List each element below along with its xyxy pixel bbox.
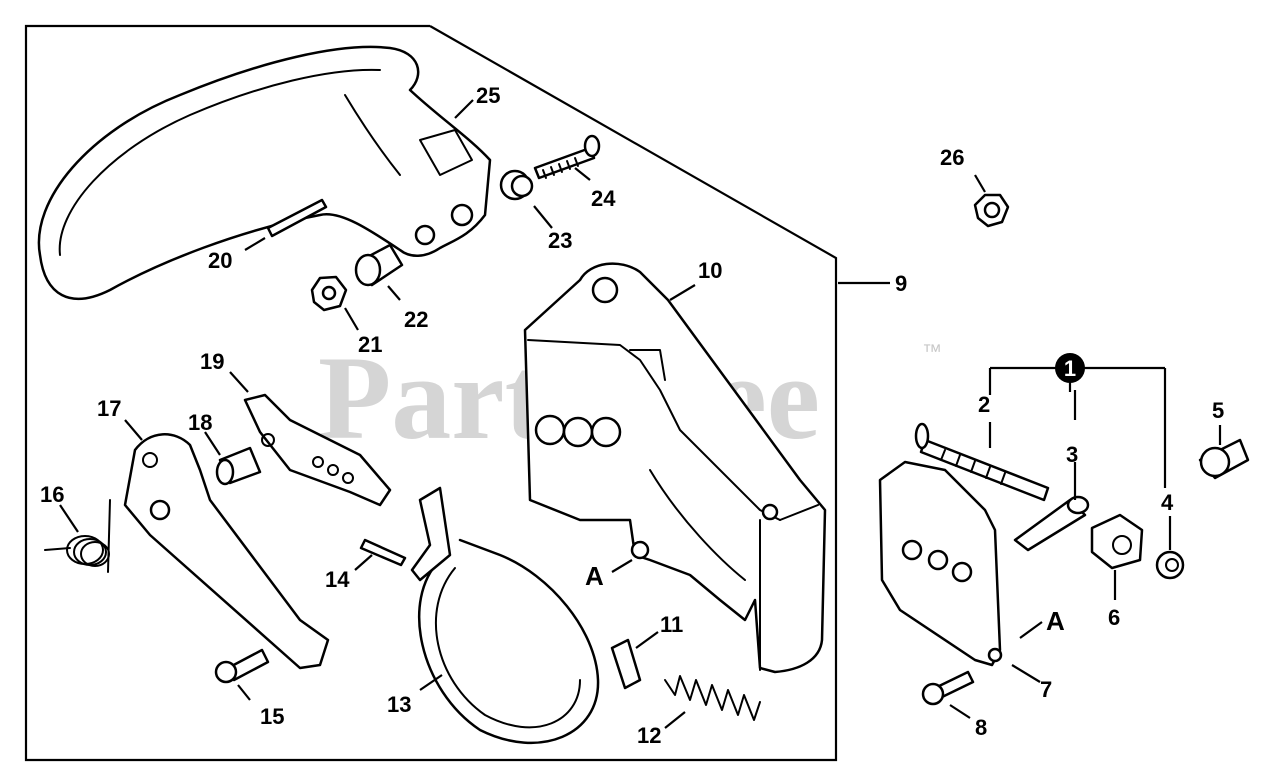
callout-15[interactable]: 15 [260,704,284,729]
callout-11[interactable]: 11 [660,612,683,637]
callout-14[interactable]: 14 [325,567,350,592]
callout-16[interactable]: 16 [40,482,64,507]
part-8-screw[interactable] [921,670,975,706]
callout-13[interactable]: 13 [387,692,411,717]
part-4-gear[interactable] [1155,550,1185,580]
part-2-adjuster-screw[interactable] [914,422,1050,502]
part-12-spring[interactable] [664,675,761,721]
callout-18[interactable]: 18 [188,410,212,435]
callout-19[interactable]: 19 [200,349,224,374]
part-7-side-plate[interactable] [878,460,1003,667]
kit-badge: 1 [1055,353,1085,383]
callout-23[interactable]: 23 [548,228,572,253]
callout-3[interactable]: 3 [1066,442,1078,467]
watermark-trademark: ™ [922,341,942,363]
callout-6[interactable]: 6 [1108,605,1120,630]
part-17-brake-lever[interactable] [123,433,330,670]
part-23-spacer[interactable] [499,169,534,201]
callout-17[interactable]: 17 [97,396,121,421]
callout-8[interactable]: 8 [975,715,987,740]
part-18-bushing[interactable] [215,446,262,486]
callout-5[interactable]: 5 [1212,398,1224,423]
part-13-brake-band[interactable] [410,486,600,745]
leader-lines [59,99,1222,729]
callout-2[interactable]: 2 [978,392,990,417]
callout-21[interactable]: 21 [358,332,382,357]
reference-marker-a-cover: A [585,561,604,591]
reference-marker-a-plate: A [1046,606,1065,636]
callout-25[interactable]: 25 [476,83,500,108]
callout-7[interactable]: 7 [1040,677,1052,702]
part-21-nut[interactable] [310,275,348,312]
part-10-clutch-cover[interactable] [523,262,827,674]
callout-26[interactable]: 26 [940,145,964,170]
part-22-collar[interactable] [354,243,404,287]
kit-badge-label: 1 [1064,356,1076,381]
part-6-block[interactable] [1090,513,1144,570]
part-25-front-handle[interactable] [37,45,492,301]
callout-22[interactable]: 22 [404,307,428,332]
callout-labels: 2 3 4 5 6 7 8 9 10 11 12 13 14 15 16 17 … [40,83,1224,748]
callout-4[interactable]: 4 [1161,490,1174,515]
part-20-pin[interactable] [266,198,328,238]
part-14-pin[interactable] [359,538,407,567]
callout-24[interactable]: 24 [591,186,616,211]
assembly-frame [24,24,838,762]
callout-20[interactable]: 20 [208,248,232,273]
part-11-clip[interactable] [610,638,642,690]
part-26-nut[interactable] [973,193,1010,228]
part-19-link[interactable] [243,393,392,507]
part-24-bolt[interactable] [533,134,601,180]
callout-10[interactable]: 10 [698,258,722,283]
callout-9[interactable]: 9 [895,271,907,296]
part-3-adjuster-pin[interactable] [1013,495,1090,552]
part-16-spring[interactable] [44,499,111,573]
part-15-screw[interactable] [214,648,270,684]
callout-12[interactable]: 12 [637,723,661,748]
part-5-cap[interactable] [1198,438,1250,480]
